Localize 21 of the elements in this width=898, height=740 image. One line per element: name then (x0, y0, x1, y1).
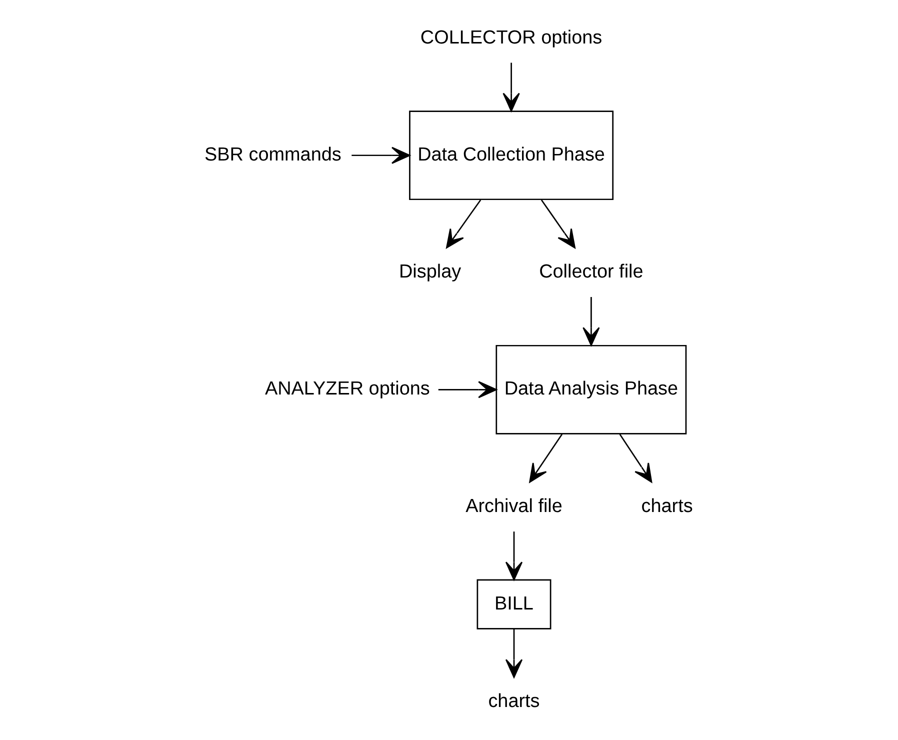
arrow (619, 434, 652, 483)
arrow (505, 532, 523, 580)
node-text: Archival file (466, 496, 562, 517)
arrow (502, 62, 520, 112)
node-text: Display (398, 262, 462, 283)
node-box: Data Analysis Phase (496, 344, 687, 434)
node-text: charts (641, 496, 693, 517)
arrow (582, 297, 600, 346)
arrow (529, 434, 563, 483)
node-text: COLLECTOR options (420, 27, 602, 48)
node-text: Collector file (539, 262, 644, 283)
arrow (438, 381, 497, 398)
arrow (505, 629, 523, 678)
node-box: BILL (476, 579, 552, 630)
arrow (540, 200, 576, 248)
node-box: Data Collection Phase (409, 110, 614, 200)
node-text: SBR commands (204, 144, 342, 166)
arrow (352, 146, 410, 164)
node-text: ANALYZER options (264, 378, 430, 400)
node-text: charts (488, 690, 540, 712)
arrow (446, 200, 482, 248)
